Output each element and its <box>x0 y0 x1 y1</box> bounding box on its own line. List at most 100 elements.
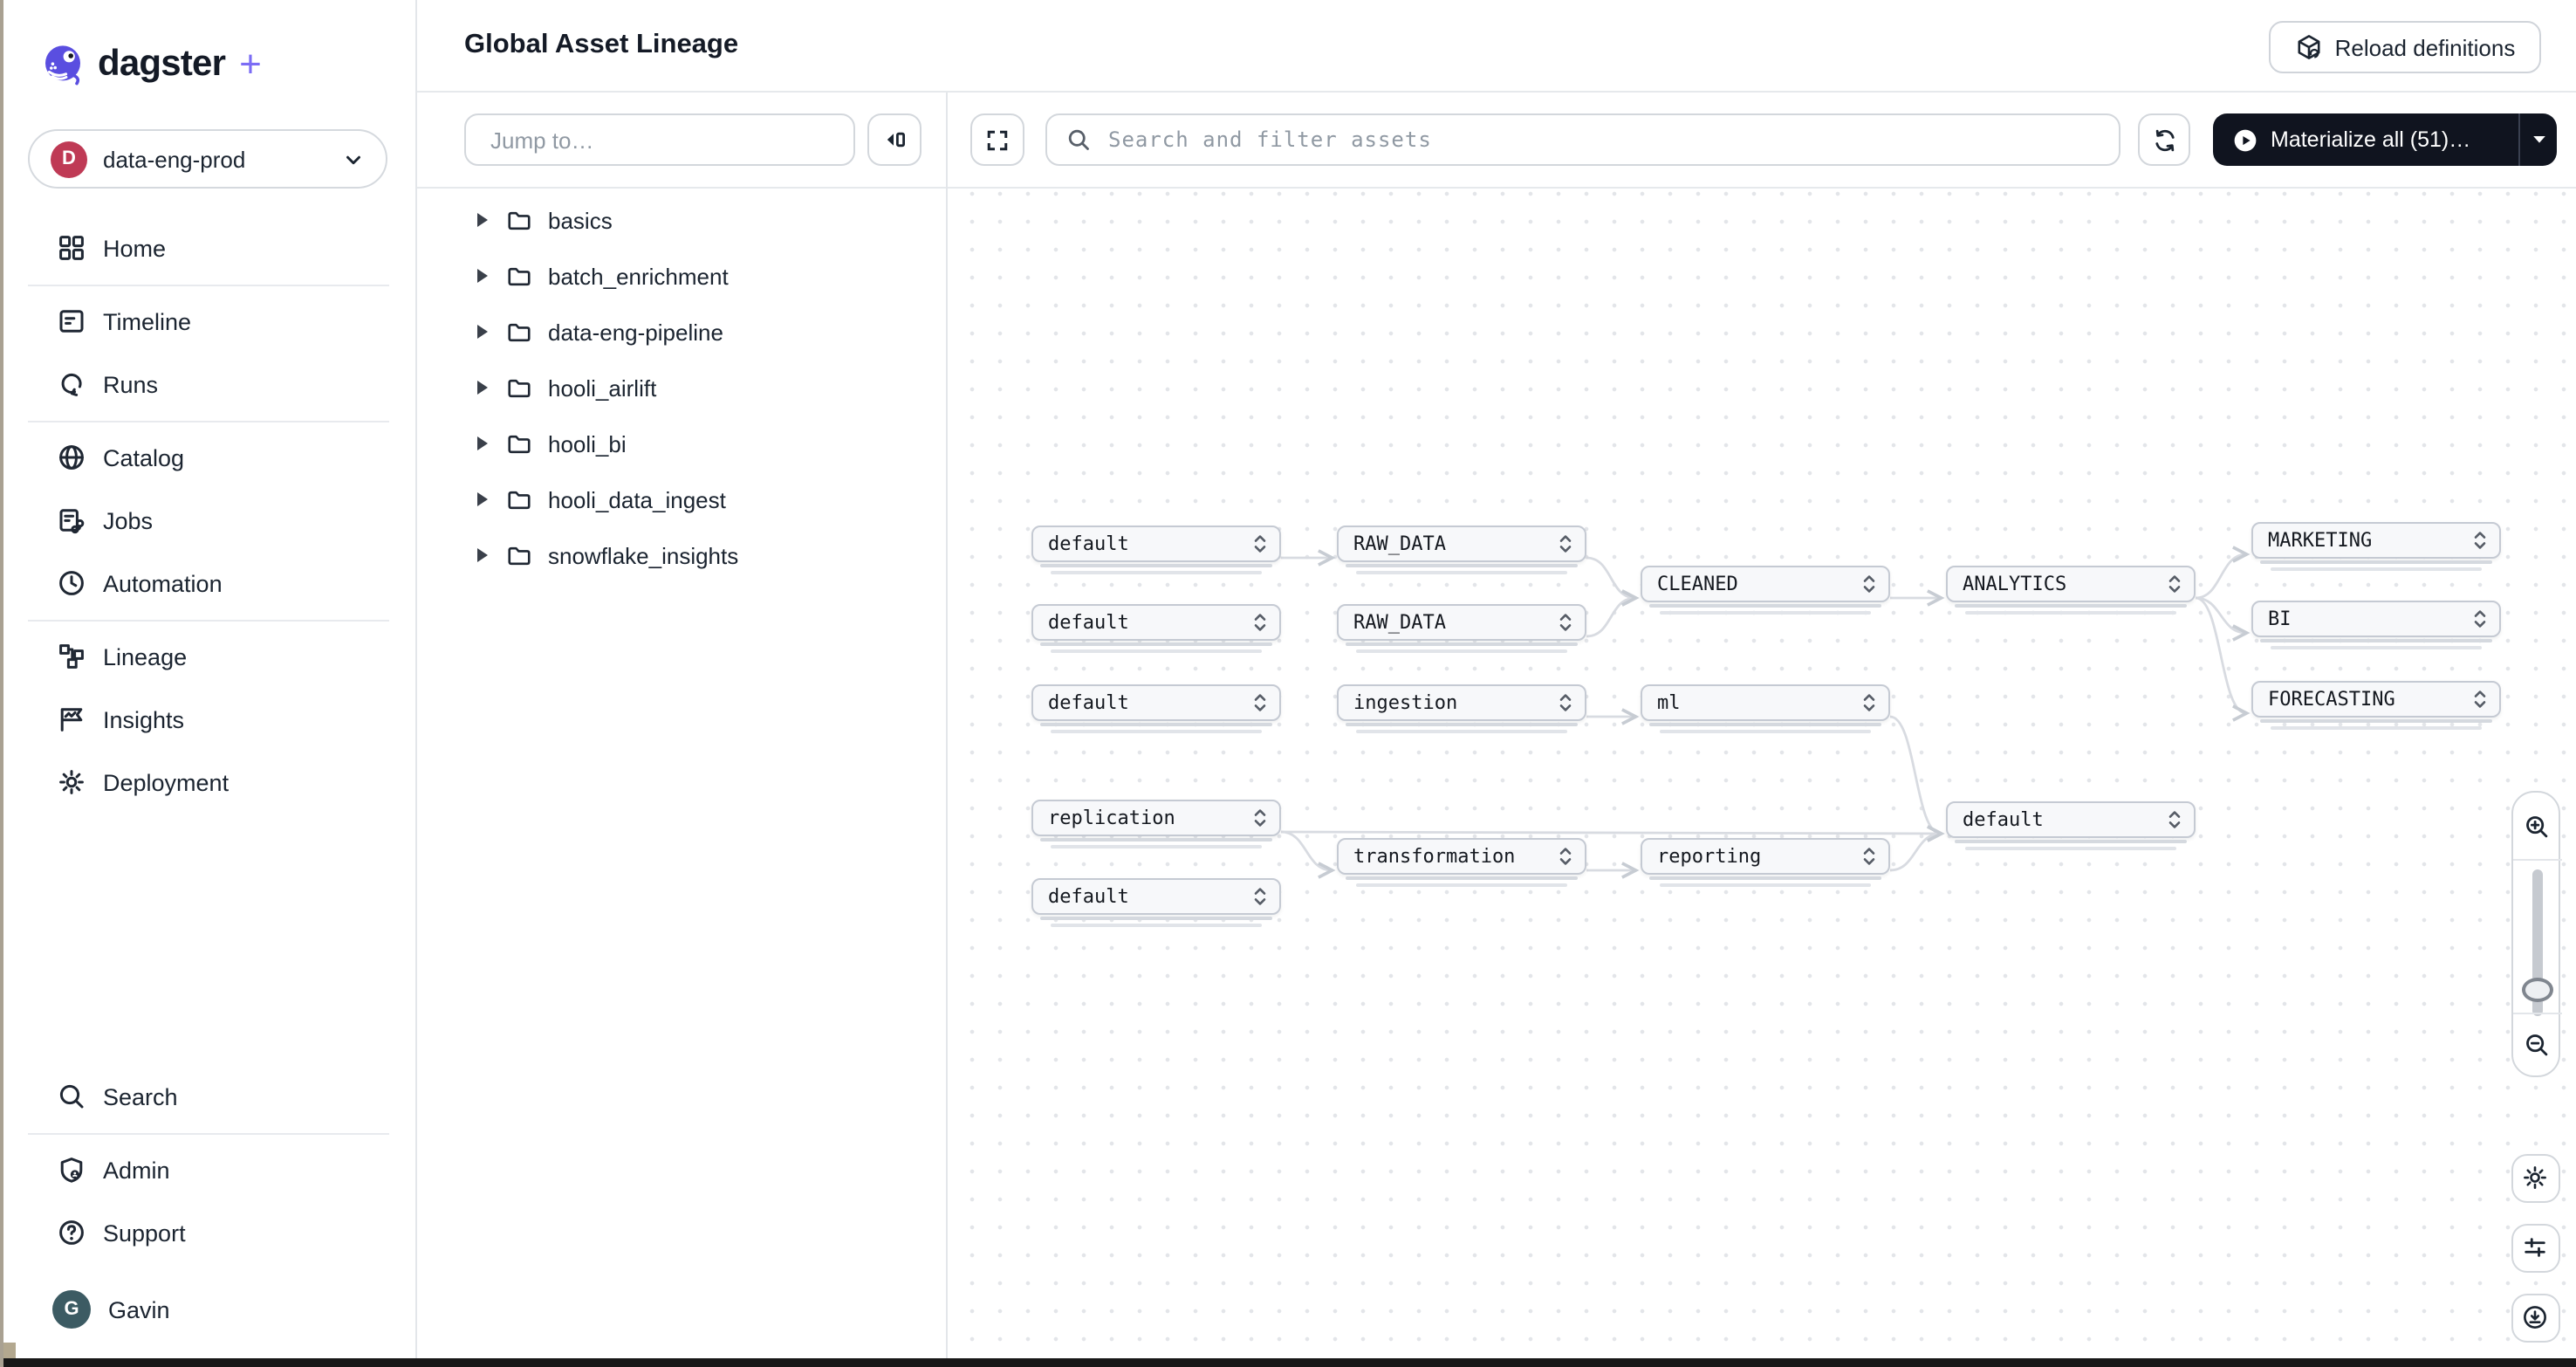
node-expander-icon[interactable] <box>1861 846 1875 865</box>
sidebar-item-deployment[interactable]: Deployment <box>0 751 417 814</box>
node-expander-icon[interactable] <box>1252 533 1266 553</box>
node-expander-icon[interactable] <box>1252 886 1266 905</box>
asset-group-node-raw_data_2[interactable]: RAW_DATA <box>1336 603 1586 652</box>
lineage-edges <box>1279 545 2250 878</box>
sidebar-item-catalog[interactable]: Catalog <box>0 426 417 489</box>
tree-folder-hooli_bi[interactable]: hooli_bi <box>417 416 946 471</box>
node-expander-icon[interactable] <box>1558 612 1572 631</box>
sidebar-item-admin[interactable]: Admin <box>0 1138 417 1201</box>
node-expander-icon[interactable] <box>1558 846 1572 865</box>
fullscreen-button[interactable] <box>970 113 1024 166</box>
sidebar-item-insights[interactable]: Insights <box>0 688 417 751</box>
caret-right-icon[interactable] <box>475 211 490 229</box>
asset-group-node-cleaned[interactable]: CLEANED <box>1640 565 1889 614</box>
caret-right-icon[interactable] <box>475 323 490 340</box>
sidebar-item-lineage[interactable]: Lineage <box>0 625 417 688</box>
materialize-dropdown-toggle[interactable] <box>2520 131 2557 148</box>
caret-right-icon[interactable] <box>475 267 490 285</box>
asset-group-label: default <box>1048 690 1129 713</box>
node-expander-icon[interactable] <box>1861 574 1875 593</box>
asset-group-node-forecasting[interactable]: FORECASTING <box>2251 680 2500 729</box>
asset-group-node-default_2[interactable]: default <box>1031 603 1280 652</box>
jump-to-field[interactable] <box>487 125 832 155</box>
deployment-name: data-eng-prod <box>103 146 246 172</box>
sidebar-item-automation[interactable]: Automation <box>0 552 417 615</box>
sidebar-item-support[interactable]: Support <box>0 1201 417 1264</box>
node-expander-icon[interactable] <box>1252 807 1266 827</box>
node-expander-icon[interactable] <box>1252 692 1266 711</box>
tree-folder-data-eng-pipeline[interactable]: data-eng-pipeline <box>417 304 946 360</box>
deployment-switcher[interactable]: D data-eng-prod <box>28 129 387 189</box>
reload-definitions-button[interactable]: Reload definitions <box>2269 21 2541 73</box>
caret-right-icon[interactable] <box>475 546 490 564</box>
logo[interactable]: dagster + <box>40 42 262 87</box>
node-expander-icon[interactable] <box>1558 533 1572 553</box>
refresh-button[interactable] <box>2138 113 2190 166</box>
tree-folder-snowflake_insights[interactable]: snowflake_insights <box>417 527 946 583</box>
materialize-all-main[interactable]: Materialize all (51)… <box>2213 127 2518 153</box>
download-graph-button[interactable] <box>2511 1293 2559 1342</box>
node-expander-icon[interactable] <box>1252 612 1266 631</box>
chevron-down-icon <box>342 148 365 170</box>
node-expander-icon[interactable] <box>2167 574 2181 593</box>
asset-group-node-replication[interactable]: replication <box>1031 799 1280 848</box>
download-icon <box>2524 1306 2546 1329</box>
asset-group-node-reporting[interactable]: reporting <box>1640 837 1889 886</box>
asset-group-node-default_1[interactable]: default <box>1031 525 1280 574</box>
asset-search-input[interactable] <box>1045 113 2120 166</box>
tree-folder-hooli_airlift[interactable]: hooli_airlift <box>417 360 946 416</box>
zoom-slider-knob[interactable] <box>2521 977 2552 1001</box>
nav-divider <box>28 1132 389 1134</box>
asset-group-label: default <box>1048 884 1129 907</box>
tree-folder-basics[interactable]: basics <box>417 192 946 248</box>
asset-group-node-marketing[interactable]: MARKETING <box>2251 521 2500 570</box>
node-expander-icon[interactable] <box>2472 530 2486 549</box>
sidebar-item-label: Jobs <box>103 507 154 533</box>
asset-group-node-bi[interactable]: BI <box>2251 600 2500 649</box>
runs-icon <box>61 374 82 396</box>
caret-right-icon[interactable] <box>475 435 490 452</box>
zoom-out-button[interactable] <box>2512 1013 2561 1076</box>
node-expander-icon[interactable] <box>2167 809 2181 828</box>
tree-folder-hooli_data_ingest[interactable]: hooli_data_ingest <box>417 471 946 527</box>
folder-label: batch_enrichment <box>548 263 729 289</box>
graph-settings-button[interactable] <box>2511 1153 2559 1202</box>
asset-group-label: MARKETING <box>2268 528 2373 551</box>
materialize-all-button[interactable]: Materialize all (51)… <box>2213 113 2557 166</box>
tree-folder-batch_enrichment[interactable]: batch_enrichment <box>417 248 946 304</box>
asset-group-node-ml[interactable]: ml <box>1640 684 1889 732</box>
deployment-avatar: D <box>51 141 87 177</box>
caret-right-icon[interactable] <box>475 379 490 396</box>
asset-group-node-raw_data_1[interactable]: RAW_DATA <box>1336 525 1586 574</box>
sidebar-item-search[interactable]: Search <box>0 1065 417 1128</box>
sidebar-item-runs[interactable]: Runs <box>0 353 417 416</box>
sidebar-item-home[interactable]: Home <box>0 216 417 279</box>
collapse-panel-button[interactable] <box>867 113 921 166</box>
node-expander-icon[interactable] <box>1861 692 1875 711</box>
caret-right-icon[interactable] <box>475 491 490 508</box>
user-menu[interactable]: G Gavin <box>0 1274 417 1344</box>
asset-group-node-default_3[interactable]: default <box>1031 684 1280 732</box>
asset-group-label: ingestion <box>1353 690 1458 713</box>
asset-group-node-analytics[interactable]: ANALYTICS <box>1945 565 2195 614</box>
asset-group-node-default_4[interactable]: default <box>1031 877 1280 926</box>
zoom-in-button[interactable] <box>2512 795 2561 858</box>
asset-group-node-default_5[interactable]: default <box>1945 800 2195 849</box>
sidebar-item-timeline[interactable]: Timeline <box>0 290 417 353</box>
folder-label: hooli_bi <box>548 430 627 457</box>
node-expander-icon[interactable] <box>2472 689 2486 708</box>
node-expander-icon[interactable] <box>1558 692 1572 711</box>
node-expander-icon[interactable] <box>2472 608 2486 628</box>
graph-filters-button[interactable] <box>2511 1223 2559 1272</box>
sidebar-item-jobs[interactable]: Jobs <box>0 489 417 552</box>
lineage-edge-analytics-forecasting <box>2194 595 2250 721</box>
automation-icon <box>59 571 84 595</box>
nav-divider <box>28 284 389 285</box>
lineage-edge-analytics-bi <box>2194 595 2250 641</box>
jump-to-input[interactable] <box>464 113 855 166</box>
asset-search-field[interactable] <box>1105 126 2100 154</box>
asset-group-node-transformation[interactable]: transformation <box>1336 837 1586 886</box>
asset-group-node-ingestion[interactable]: ingestion <box>1336 684 1586 732</box>
